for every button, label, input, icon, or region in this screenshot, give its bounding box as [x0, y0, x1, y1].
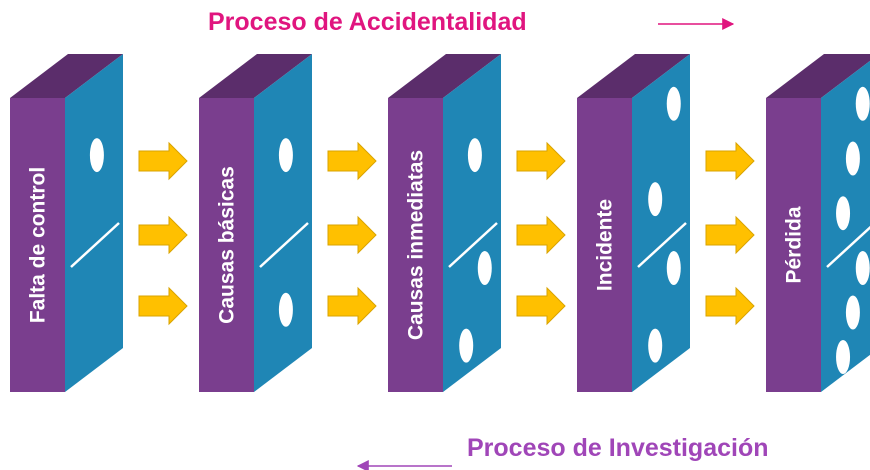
- domino-side-face: [254, 54, 312, 392]
- domino-pip: [666, 251, 681, 285]
- flow-arrow-icon: [705, 215, 755, 255]
- investigation-process-title: Proceso de Investigación: [467, 434, 769, 462]
- domino-pip: [459, 328, 474, 363]
- domino-pip: [278, 138, 293, 173]
- flow-arrow-icon: [516, 286, 566, 326]
- flow-arrow-icon: [138, 286, 188, 326]
- domino-divider: [259, 222, 309, 268]
- accident-process-title: Proceso de Accidentalidad: [208, 8, 527, 36]
- flow-arrow-icon: [516, 215, 566, 255]
- domino-front-face: [388, 98, 443, 392]
- domino-label: Pérdida: [783, 206, 806, 283]
- domino-side-face: [65, 54, 123, 392]
- domino-front-face: [577, 98, 632, 392]
- dominoes-group: Falta de control Causas básicas Causas inm…: [10, 54, 870, 392]
- flow-arrow-icon: [516, 141, 566, 181]
- domino-pip: [836, 340, 851, 374]
- domino-pip: [855, 86, 870, 121]
- domino-top-face: [10, 54, 123, 98]
- domino-top-face: [199, 54, 312, 98]
- domino-pip: [467, 138, 482, 173]
- flow-arrow-icon: [705, 141, 755, 181]
- domino-side-face: [632, 54, 690, 392]
- domino-pip: [648, 182, 663, 217]
- domino-divider: [70, 222, 120, 268]
- flow-arrow-icon: [327, 141, 377, 181]
- domino-top-face: [577, 54, 690, 98]
- domino: Causas inmediatas: [388, 54, 501, 392]
- domino-front-face: [10, 98, 65, 392]
- flow-arrow-icon: [138, 141, 188, 181]
- domino: Incidente: [577, 54, 690, 392]
- flow-arrow-icon: [327, 215, 377, 255]
- domino: Falta de control: [10, 54, 123, 392]
- domino-side-face: [443, 54, 501, 392]
- flow-arrows-group: [138, 141, 755, 326]
- domino: Pérdida: [766, 54, 870, 392]
- domino-divider: [637, 222, 687, 268]
- domino-pip: [845, 141, 860, 176]
- domino: Causas básicas: [199, 54, 312, 392]
- domino-pip: [836, 196, 851, 231]
- domino-divider: [448, 222, 498, 268]
- domino-pip: [845, 295, 860, 330]
- domino-pip: [666, 86, 681, 121]
- domino-pip: [855, 251, 870, 285]
- domino-top-face: [766, 54, 870, 98]
- domino-label: Incidente: [594, 199, 617, 291]
- flow-arrow-icon: [138, 215, 188, 255]
- domino-front-face: [199, 98, 254, 392]
- domino-front-face: [766, 98, 821, 392]
- domino-top-face: [388, 54, 501, 98]
- domino-pip: [477, 251, 492, 285]
- domino-pip: [89, 138, 104, 173]
- flow-arrow-icon: [327, 286, 377, 326]
- domino-label: Falta de control: [27, 167, 50, 323]
- domino-pip: [648, 328, 663, 363]
- domino-divider: [826, 225, 870, 268]
- flow-arrow-icon: [705, 286, 755, 326]
- domino-label: Causas inmediatas: [405, 150, 428, 340]
- domino-pip: [278, 292, 293, 327]
- domino-label: Causas básicas: [216, 166, 239, 324]
